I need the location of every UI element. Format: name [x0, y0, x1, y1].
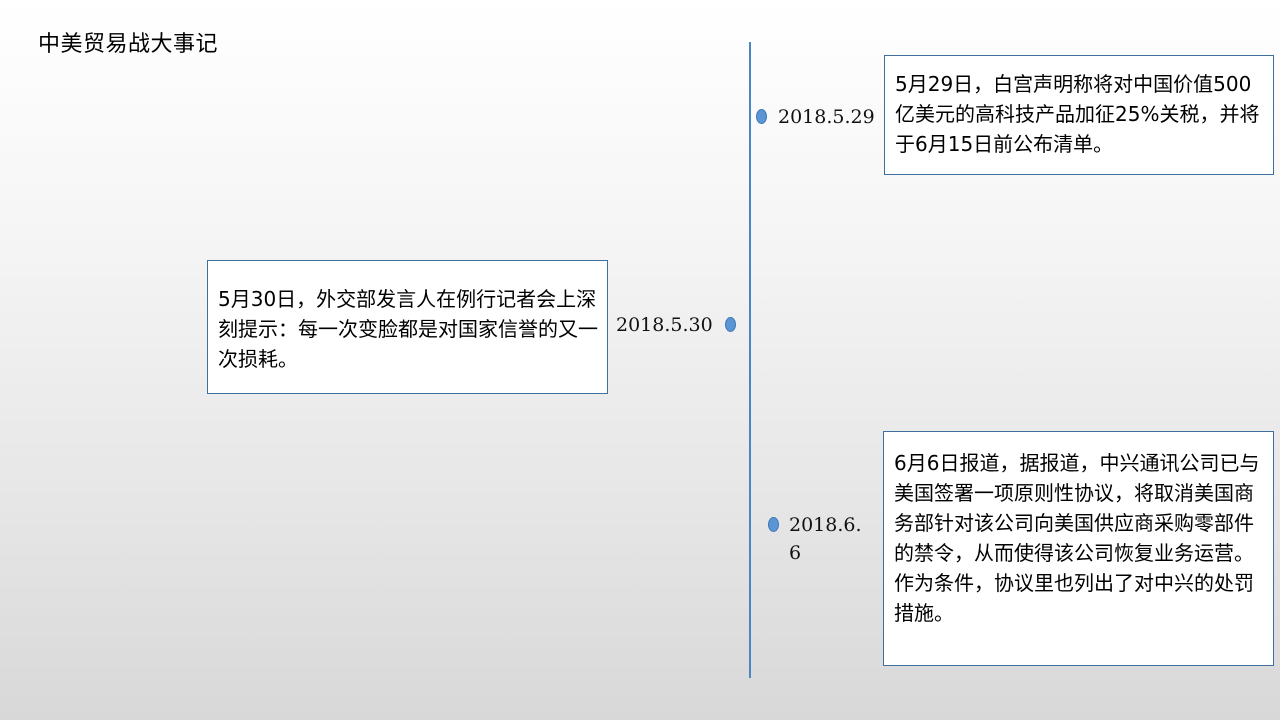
timeline-axis	[749, 42, 751, 678]
event-date-2: 2018.5.30	[616, 314, 713, 336]
event-text-3: 6月6日报道，据报道，中兴通讯公司已与美国签署一项原则性协议，将取消美国商务部针…	[894, 451, 1260, 625]
event-date-1: 2018.5.29	[778, 106, 875, 128]
timeline-dot-1	[756, 109, 767, 124]
event-date-3: 2018.6.6	[789, 514, 862, 564]
timeline-dot-3	[768, 517, 779, 532]
timeline-dot-2	[725, 317, 736, 332]
event-card-3: 6月6日报道，据报道，中兴通讯公司已与美国签署一项原则性协议，将取消美国商务部针…	[883, 431, 1274, 666]
event-text-2: 5月30日，外交部发言人在例行记者会上深刻提示：每一次变脸都是对国家信誉的又一次…	[218, 287, 598, 371]
page-title: 中美贸易战大事记	[38, 32, 219, 57]
event-text-1: 5月29日，白宫声明称将对中国价值500亿美元的高科技产品加征25%关税，并将于…	[895, 72, 1260, 156]
event-card-2: 5月30日，外交部发言人在例行记者会上深刻提示：每一次变脸都是对国家信誉的又一次…	[207, 260, 608, 394]
event-card-1: 5月29日，白宫声明称将对中国价值500亿美元的高科技产品加征25%关税，并将于…	[884, 55, 1274, 175]
